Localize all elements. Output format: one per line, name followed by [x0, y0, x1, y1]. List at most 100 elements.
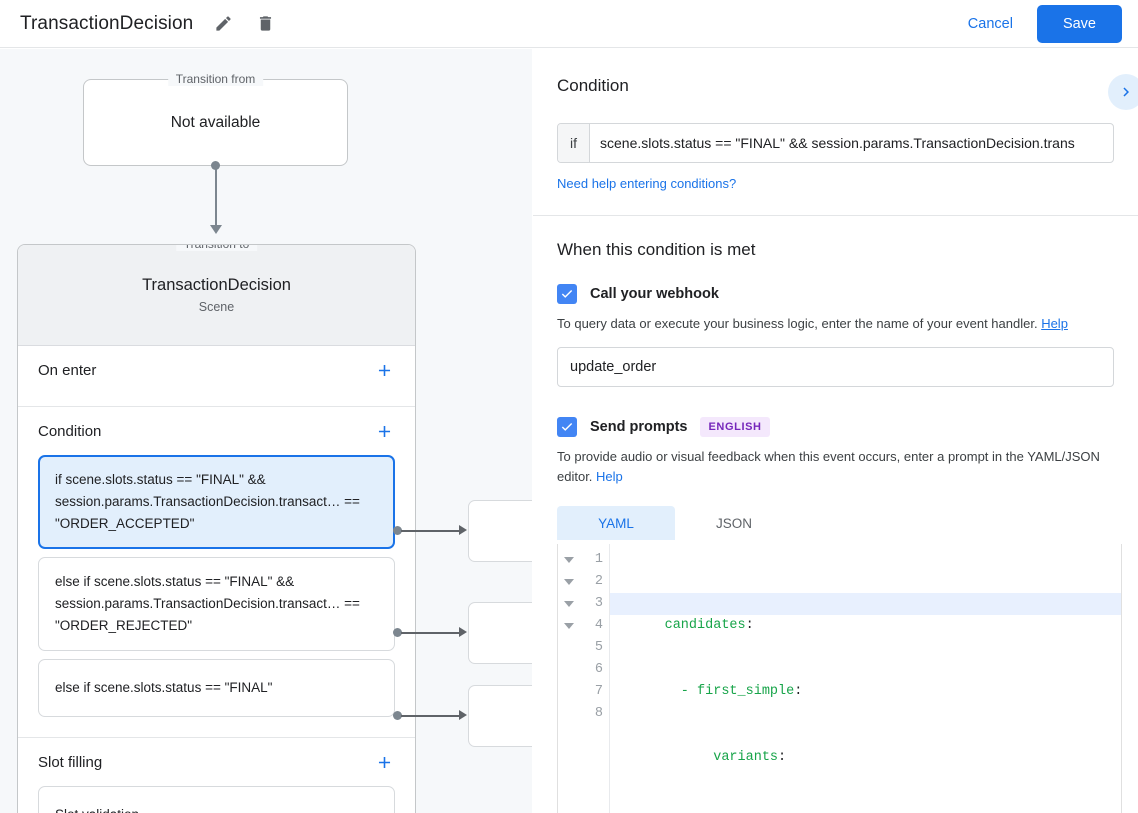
send-prompts-helper-text: To provide audio or visual feedback when…	[557, 447, 1114, 487]
code-key: first_simple	[697, 684, 795, 699]
code-punct: :	[794, 684, 803, 699]
chevron-right-icon[interactable]	[1108, 74, 1138, 110]
tab-json[interactable]: JSON	[715, 515, 752, 531]
webhook-helper-text: To query data or execute your business l…	[557, 314, 1114, 334]
code-indent	[665, 750, 714, 765]
condition-heading: Condition	[557, 76, 629, 95]
send-prompts-help-link[interactable]: Help	[596, 469, 623, 484]
send-prompts-checkbox-row: Send prompts ENGLISH	[557, 417, 1114, 437]
section-on-enter-title: On enter	[38, 361, 97, 379]
when-condition-met-block: When this condition is met Call your web…	[533, 216, 1138, 540]
connector-arrow-icon	[210, 225, 222, 234]
edge-target-card-1[interactable]	[468, 500, 532, 562]
scene-name: TransactionDecision	[142, 276, 291, 294]
section-condition: Condition if scene.slots.status == "FINA…	[18, 407, 415, 738]
condition-list-item-1[interactable]: if scene.slots.status == "FINAL" && sess…	[38, 455, 395, 549]
add-condition-button[interactable]	[371, 418, 397, 444]
fold-gutter	[558, 544, 580, 813]
edge-line-1	[401, 530, 463, 532]
format-tabs: YAML JSON	[557, 506, 1114, 540]
language-badge: ENGLISH	[700, 417, 770, 437]
line-number: 3	[594, 596, 603, 611]
tab-yaml[interactable]: YAML	[557, 506, 675, 540]
when-condition-met-heading: When this condition is met	[557, 240, 756, 259]
line-number: 6	[594, 662, 603, 677]
code-content[interactable]: candidates: - first_simple: variants: - …	[610, 544, 1121, 813]
slot-validation-item[interactable]: Slot validation	[38, 786, 395, 813]
condition-help-link[interactable]: Need help entering conditions?	[557, 176, 737, 191]
condition-list-item-3[interactable]: else if scene.slots.status == "FINAL"	[38, 659, 395, 717]
condition-editor-block: Condition if scene.slots.status == "FINA…	[533, 49, 1138, 216]
section-slot-filling-title: Slot filling	[38, 753, 103, 771]
edge-target-card-3[interactable]	[468, 685, 532, 747]
line-number: 4	[594, 618, 603, 633]
pencil-icon[interactable]	[211, 12, 235, 36]
save-button[interactable]: Save	[1036, 4, 1122, 43]
code-indent: -	[664, 684, 698, 699]
fold-toggle-icon[interactable]	[558, 593, 580, 615]
code-key: candidates	[664, 618, 746, 633]
code-line: candidates:	[610, 593, 1121, 633]
send-prompts-label: Send prompts	[590, 419, 688, 435]
transition-to-legend: Transition to	[175, 245, 258, 251]
webhook-handler-input[interactable]	[557, 347, 1114, 387]
send-prompts-checkbox[interactable]	[557, 417, 577, 437]
edge-dot-2	[393, 628, 402, 637]
section-on-enter: On enter	[18, 346, 415, 407]
section-slot-filling-header: Slot filling	[18, 738, 415, 786]
fold-toggle-icon[interactable]	[558, 571, 580, 593]
edge-arrow-icon-2	[459, 627, 467, 637]
connector-dot	[211, 161, 220, 170]
condition-input-row[interactable]: if scene.slots.status == "FINAL" && sess…	[557, 123, 1114, 163]
webhook-label: Call your webhook	[590, 286, 719, 302]
add-on-enter-button[interactable]	[371, 357, 397, 383]
yaml-code-editor[interactable]: 1 2 3 4 5 6 7 8 candidates: - first_simp…	[557, 544, 1122, 813]
if-prefix-label: if	[558, 124, 590, 162]
line-number: 8	[594, 706, 603, 721]
scene-type-label: Scene	[198, 300, 235, 314]
connector-line	[215, 166, 217, 228]
line-number: 1	[594, 552, 603, 567]
edge-arrow-icon-3	[459, 710, 467, 720]
line-number: 2	[594, 574, 603, 589]
fold-toggle-icon[interactable]	[558, 615, 580, 637]
page-title: TransactionDecision	[20, 12, 194, 34]
cancel-button[interactable]: Cancel	[952, 7, 1029, 41]
code-punct: :	[778, 750, 787, 765]
scene-header: TransactionDecision Scene	[18, 245, 415, 346]
section-on-enter-header: On enter	[18, 346, 415, 394]
line-number-gutter: 1 2 3 4 5 6 7 8	[580, 544, 610, 813]
line-number: 7	[594, 684, 603, 699]
top-app-bar: TransactionDecision Cancel Save	[0, 0, 1138, 48]
transition-from-legend: Transition from	[167, 72, 264, 86]
topbar-actions: Cancel Save	[952, 4, 1138, 43]
webhook-help-link[interactable]: Help	[1041, 316, 1068, 331]
transition-from-title: Not available	[170, 113, 261, 131]
condition-list-item-2[interactable]: else if scene.slots.status == "FINAL" &&…	[38, 557, 395, 651]
edge-line-2	[401, 632, 463, 634]
section-condition-header: Condition	[18, 407, 415, 455]
code-line: - first_simple:	[616, 659, 1121, 699]
edge-target-card-2[interactable]	[468, 602, 532, 664]
edge-dot-3	[393, 711, 402, 720]
trash-icon[interactable]	[253, 12, 277, 36]
code-key: variants	[713, 750, 779, 765]
transition-to-card: Transition to TransactionDecision Scene …	[17, 244, 416, 813]
section-slot-filling: Slot filling Slot validation	[18, 738, 415, 813]
add-slot-filling-button[interactable]	[371, 749, 397, 775]
edge-arrow-icon-1	[459, 525, 467, 535]
section-condition-title: Condition	[38, 422, 102, 440]
send-prompts-helper-prefix: To provide audio or visual feedback when…	[557, 449, 1100, 484]
edge-line-3	[401, 715, 463, 717]
code-line: - speech: >-	[616, 791, 1121, 813]
webhook-helper-prefix: To query data or execute your business l…	[557, 316, 1042, 331]
webhook-checkbox-row: Call your webhook	[557, 284, 1114, 304]
scene-graph-pane: Transition from Not available Transition…	[0, 49, 532, 813]
webhook-checkbox[interactable]	[557, 284, 577, 304]
condition-input[interactable]: scene.slots.status == "FINAL" && session…	[600, 135, 1075, 151]
code-punct: :	[745, 618, 754, 633]
line-number: 5	[594, 640, 603, 655]
fold-toggle-icon[interactable]	[558, 549, 580, 571]
code-line: variants:	[616, 725, 1121, 765]
edge-dot-1	[393, 526, 402, 535]
